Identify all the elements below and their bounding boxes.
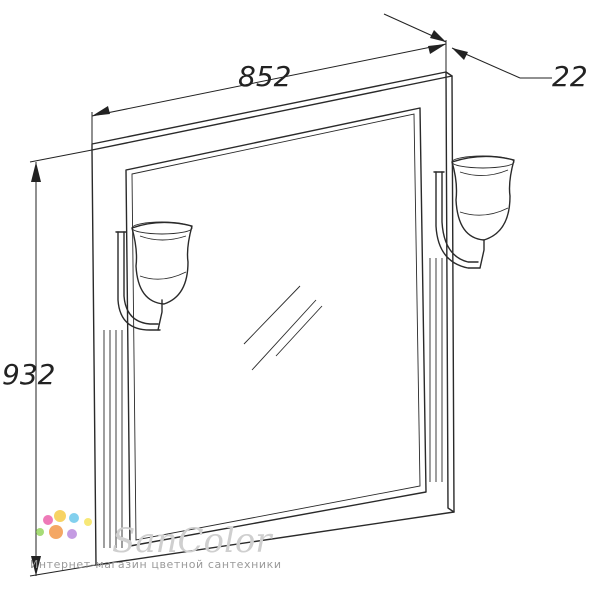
watermark-tagline: Интернет-магазин цветной сантехники bbox=[30, 558, 282, 571]
watermark-dot bbox=[69, 513, 79, 523]
watermark-brand: SanColor bbox=[112, 521, 273, 561]
depth-dimension: 22 bbox=[383, 13, 588, 93]
glass-reflection bbox=[243, 285, 323, 371]
mirror-frame bbox=[91, 71, 455, 566]
watermark-dot bbox=[49, 525, 63, 539]
height-arrow-top bbox=[31, 162, 41, 182]
depth-arrow-left bbox=[430, 30, 446, 42]
depth-arrow-right bbox=[452, 48, 468, 60]
width-dimension: 852 bbox=[91, 40, 447, 144]
watermark-dot bbox=[84, 518, 92, 526]
watermark: SanColor Интернет-магазин цветной сантех… bbox=[30, 510, 282, 571]
left-frame-grooves bbox=[103, 330, 123, 548]
height-arrow-bottom bbox=[31, 556, 41, 576]
watermark-dot bbox=[54, 510, 66, 522]
left-lamp bbox=[115, 221, 193, 331]
right-frame-grooves bbox=[429, 258, 443, 482]
watermark-dot bbox=[36, 528, 44, 536]
width-arrow-left bbox=[92, 106, 110, 116]
width-arrow-right bbox=[428, 44, 446, 54]
width-label: 852 bbox=[238, 60, 291, 93]
height-label: 932 bbox=[2, 358, 55, 391]
depth-label: 22 bbox=[552, 60, 588, 93]
watermark-dot bbox=[67, 529, 77, 539]
right-lamp bbox=[433, 155, 515, 269]
watermark-dots-icon bbox=[36, 510, 92, 539]
height-dimension: 932 bbox=[2, 149, 97, 577]
watermark-dot bbox=[43, 515, 53, 525]
